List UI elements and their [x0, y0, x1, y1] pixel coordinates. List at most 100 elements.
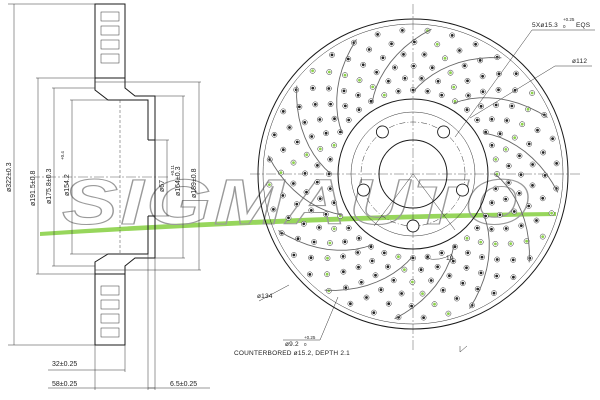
drill-hole — [329, 52, 335, 58]
label-angle: 19 — [446, 255, 454, 262]
drill-hole — [445, 310, 452, 317]
drill-hole — [513, 70, 520, 77]
drill-hole — [459, 280, 466, 287]
drill-hole — [431, 301, 438, 308]
drill-hole — [526, 141, 533, 147]
slot — [394, 244, 455, 320]
drill-hole — [302, 170, 308, 177]
drill-hole — [518, 222, 525, 229]
drill-hole — [434, 263, 441, 270]
drill-hole — [331, 142, 337, 149]
drill-hole — [331, 115, 338, 122]
center-bore — [378, 139, 448, 209]
drill-hole — [409, 279, 416, 285]
drill-hole — [464, 235, 470, 242]
drill-hole — [453, 295, 460, 302]
vent-slots-upper — [100, 11, 120, 64]
drill-hole — [553, 160, 560, 167]
drill-hole — [497, 130, 503, 137]
drill-hole — [388, 40, 395, 47]
drill-hole — [434, 41, 441, 48]
drill-hole — [381, 250, 388, 256]
drill-hole — [363, 294, 370, 301]
drill-hole — [428, 277, 435, 284]
drill-hole — [314, 162, 321, 169]
bolt-hole — [375, 125, 389, 139]
drill-hole — [489, 199, 495, 206]
drill-hole — [303, 189, 310, 196]
drill-hole — [356, 235, 362, 242]
drill-hole — [317, 195, 324, 202]
drill-hole — [507, 240, 514, 247]
drill-hole — [526, 255, 533, 262]
disc-friction-ring — [262, 23, 564, 325]
slot — [494, 173, 530, 263]
slot — [469, 214, 490, 309]
drill-hole — [503, 117, 510, 124]
drill-hole — [385, 300, 392, 307]
drill-hole — [345, 225, 352, 231]
drill-hole — [308, 207, 315, 214]
drill-hole — [293, 201, 300, 207]
label-bolt-holes: 5Xø15.3 — [532, 22, 558, 29]
drill-hole — [478, 270, 484, 276]
drill-hole — [497, 211, 503, 218]
drill-hole — [495, 86, 502, 93]
vent-slots-lower — [100, 285, 120, 338]
drill-hole — [442, 55, 448, 62]
drill-hole — [301, 119, 308, 126]
drill-hole — [505, 163, 512, 169]
leader-lines — [258, 29, 595, 353]
label-drill-tol-upper: +0.25 — [304, 335, 316, 340]
drill-hole — [331, 225, 338, 232]
label-drill-dia: ø9.2 — [285, 341, 299, 348]
slot — [278, 230, 373, 251]
drill-hole — [450, 258, 457, 264]
drill-hole — [479, 73, 486, 80]
drill-hole — [266, 181, 273, 188]
drill-hole — [340, 253, 346, 260]
drill-hole — [354, 249, 361, 256]
disc-outer-edge — [257, 18, 569, 330]
drill-hole — [529, 182, 536, 189]
drill-hole — [456, 47, 463, 54]
drill-hole — [440, 287, 446, 294]
drill-hole — [325, 287, 332, 294]
drill-hole — [303, 151, 310, 158]
drill-hole — [326, 69, 333, 75]
drill-hole — [411, 39, 418, 45]
label-hub-dia: ø134 — [257, 293, 273, 300]
drill-hole — [518, 171, 524, 178]
drill-hole — [316, 116, 323, 123]
drill-hole — [308, 133, 315, 140]
bolt-hole — [437, 125, 451, 139]
drill-hole — [369, 258, 376, 264]
drill-hole — [311, 239, 317, 245]
drill-hole — [306, 271, 313, 278]
drill-hole — [331, 199, 337, 206]
drill-hole — [374, 31, 381, 38]
drill-hole — [529, 90, 535, 96]
drill-hole — [424, 253, 431, 260]
drill-hole — [327, 240, 333, 246]
drill-hole — [539, 195, 546, 202]
drill-hole — [398, 290, 405, 297]
dim-thickness: 32±0.25 — [52, 361, 77, 368]
drill-hole — [327, 101, 334, 107]
bolt-holes — [357, 125, 469, 233]
drill-hole — [542, 172, 548, 179]
drill-hole — [525, 203, 532, 209]
drill-hole — [308, 254, 314, 261]
drill-hole — [496, 70, 502, 77]
drill-hole — [488, 116, 495, 123]
drill-hole — [494, 171, 500, 177]
label-pcd: ø112 — [572, 58, 587, 65]
drill-hole — [278, 169, 284, 176]
drill-hole — [429, 64, 436, 71]
drill-hole — [502, 196, 509, 202]
drill-hole — [324, 255, 331, 262]
drill-hole — [358, 279, 365, 286]
hat-inner-circle — [350, 111, 476, 237]
drill-hole — [510, 257, 517, 263]
drill-hole — [390, 277, 397, 284]
